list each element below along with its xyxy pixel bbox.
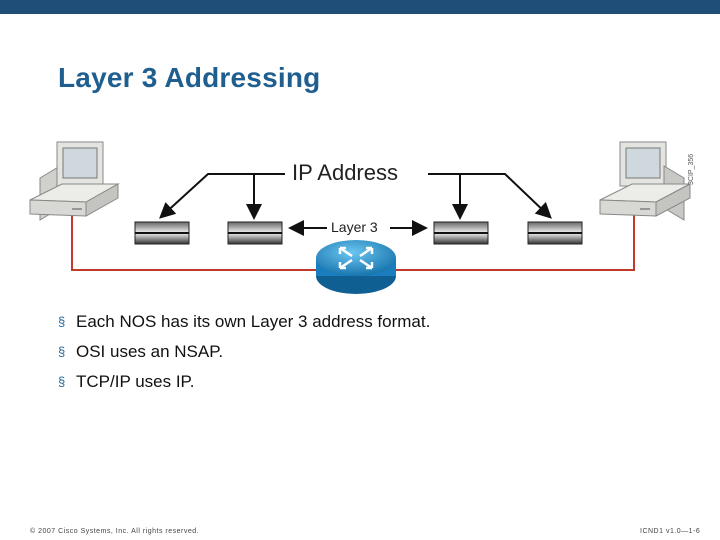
layer3-label: Layer 3 <box>331 219 378 235</box>
router-icon <box>316 240 396 294</box>
ip-address-label: IP Address <box>292 160 398 185</box>
bullet-text: Each NOS has its own Layer 3 address for… <box>76 312 431 331</box>
bullet-item: § OSI uses an NSAP. <box>58 342 430 372</box>
packet-block-4 <box>527 221 583 245</box>
footer-copyright: © 2007 Cisco Systems, Inc. All rights re… <box>30 528 200 535</box>
packet-block-2 <box>227 221 283 245</box>
bullet-marker-icon: § <box>58 314 66 329</box>
bullet-item: § TCP/IP uses IP. <box>58 372 430 402</box>
figure-code: 3CIP_356 <box>688 153 695 185</box>
bullet-text: TCP/IP uses IP. <box>76 372 195 391</box>
right-computer-icon <box>599 141 691 221</box>
diagram-svg <box>29 141 691 294</box>
network-diagram <box>0 130 720 310</box>
bullet-list: § Each NOS has its own Layer 3 address fo… <box>58 312 430 402</box>
footer-course-code: ICND1 v1.0—1-6 <box>640 528 701 535</box>
slide-title: Layer 3 Addressing <box>58 62 321 93</box>
bullet-marker-icon: § <box>58 344 66 359</box>
packet-block-1 <box>134 221 190 245</box>
ip-arrow-left-outer <box>159 173 285 219</box>
top-bar <box>0 0 720 14</box>
bullet-item: § Each NOS has its own Layer 3 address fo… <box>58 312 430 342</box>
packet-block-3 <box>433 221 489 245</box>
bullet-marker-icon: § <box>58 374 66 389</box>
left-computer-icon <box>29 141 120 221</box>
ip-arrow-right-outer <box>428 173 552 219</box>
bullet-text: OSI uses an NSAP. <box>76 342 224 361</box>
